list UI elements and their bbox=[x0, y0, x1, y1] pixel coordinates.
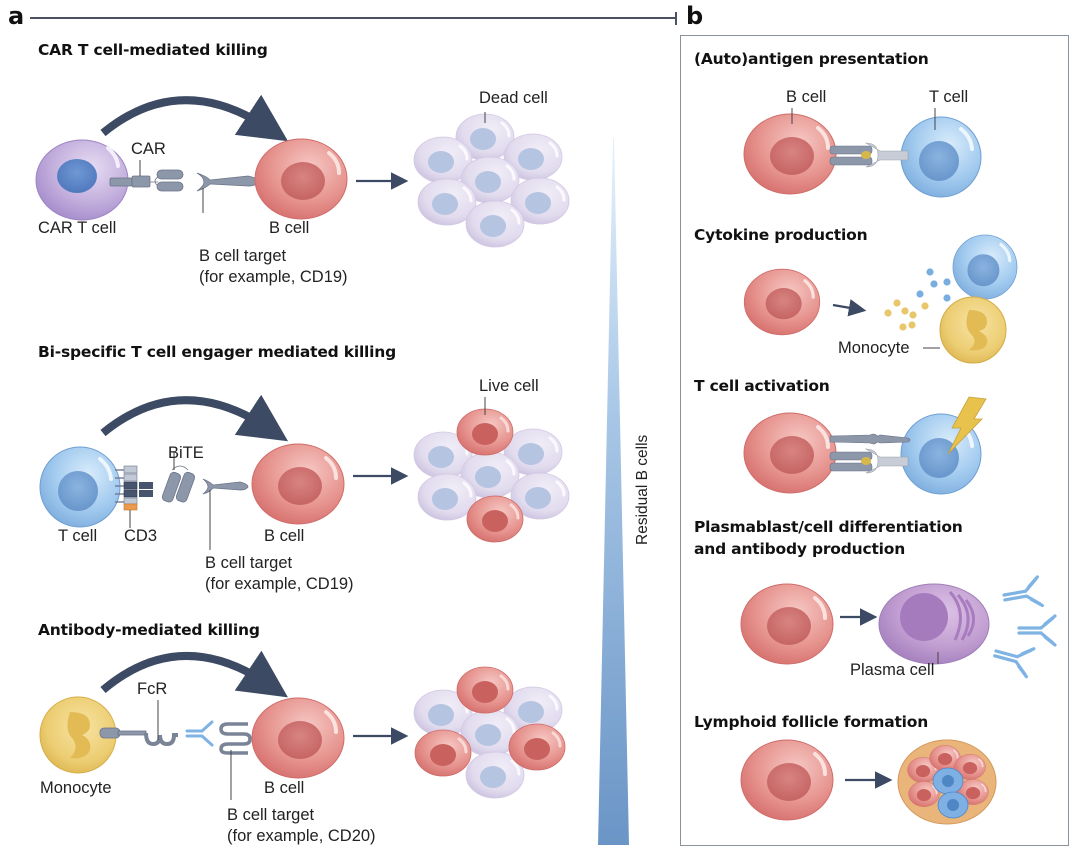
antibody bbox=[185, 720, 214, 747]
section-heading: Antibody-mediated killing bbox=[38, 621, 260, 639]
live-cell-label: Live cell bbox=[479, 377, 539, 395]
panel-b-letter: b bbox=[686, 2, 704, 30]
b-cell-target-label: B cell target bbox=[205, 554, 293, 572]
lymphoid-follicle bbox=[897, 739, 997, 825]
b-cell-label: B cell bbox=[264, 779, 305, 797]
section-heading: Lymphoid follicle formation bbox=[694, 713, 929, 731]
mhc-tcr-complex bbox=[829, 448, 909, 474]
cd20-target bbox=[219, 722, 252, 755]
b-cell-target-label: B cell target bbox=[199, 247, 287, 265]
b-cell-target-example: (for example, CD19) bbox=[199, 268, 348, 286]
mhc-tcr-complex bbox=[829, 142, 909, 168]
car-t-section-graphic bbox=[35, 94, 571, 249]
b-cell-label: B cell bbox=[269, 219, 310, 237]
cytokines-blue bbox=[916, 268, 951, 302]
panel-a-letter: a bbox=[8, 2, 25, 30]
car-t-cell-label: CAR T cell bbox=[38, 219, 117, 237]
section-heading: Plasmablast/cell differentiation bbox=[694, 518, 963, 536]
b-cell-label: B cell bbox=[264, 527, 305, 545]
killing-arrow bbox=[100, 94, 289, 142]
killing-arrow bbox=[100, 394, 289, 442]
t-cell-label: T cell bbox=[58, 527, 98, 545]
lymphoid-follicle-graphic bbox=[739, 738, 997, 825]
section-heading: Cytokine production bbox=[694, 226, 868, 244]
car-receptor bbox=[109, 169, 184, 192]
live-cell-cluster bbox=[412, 407, 571, 544]
t-cell-activation-graphic bbox=[742, 396, 987, 496]
b-cell-label: B cell bbox=[786, 88, 827, 106]
killing-arrow bbox=[100, 650, 288, 698]
bite-molecule bbox=[161, 465, 196, 503]
section-heading: CAR T cell-mediated killing bbox=[38, 41, 268, 59]
b-cell-target-example: (for example, CD20) bbox=[227, 827, 376, 845]
section-heading: (Auto)antigen presentation bbox=[694, 50, 929, 68]
bite-label: BiTE bbox=[168, 444, 204, 462]
b-cell bbox=[253, 137, 349, 221]
monocyte-label: Monocyte bbox=[40, 779, 112, 797]
plasma-cell-graphic bbox=[739, 575, 1057, 679]
fcr-label: FcR bbox=[137, 680, 168, 698]
cd19-target bbox=[196, 172, 259, 192]
panel-b-frame bbox=[680, 35, 1069, 846]
section-heading: Bi-specific T cell engager mediated kill… bbox=[38, 343, 397, 361]
monocyte bbox=[939, 296, 1007, 364]
b-cell-target-example: (for example, CD19) bbox=[205, 575, 354, 593]
monocyte-label: Monocyte bbox=[838, 339, 910, 357]
car-label: CAR bbox=[131, 140, 166, 158]
b-cell bbox=[250, 442, 346, 526]
plasma-cell-label: Plasma cell bbox=[850, 661, 935, 679]
b-cell bbox=[250, 696, 346, 780]
bite-section-graphic bbox=[38, 394, 571, 550]
antigen-presentation-graphic bbox=[742, 108, 983, 199]
plasma-cell bbox=[878, 583, 990, 665]
activation-bolt-icon bbox=[947, 396, 987, 455]
costimulatory-pair bbox=[829, 433, 911, 445]
cytokine-production-graphic bbox=[742, 233, 1019, 364]
fcr-receptor bbox=[99, 727, 178, 747]
cd3-complex bbox=[115, 465, 153, 511]
section-heading-line2: and antibody production bbox=[694, 540, 906, 558]
dead-cell-label: Dead cell bbox=[479, 89, 548, 107]
t-cell-label: T cell bbox=[929, 88, 969, 106]
cd3-label: CD3 bbox=[124, 527, 158, 545]
t-cell bbox=[38, 445, 122, 529]
residual-b-cells-label: Residual B cells bbox=[634, 434, 651, 545]
cd19-target bbox=[202, 478, 249, 495]
b-cell-target-label: B cell target bbox=[227, 806, 315, 824]
residual-b-cells-gradient bbox=[598, 138, 629, 845]
mixed-cell-cluster bbox=[412, 665, 567, 800]
section-heading: T cell activation bbox=[694, 377, 830, 395]
cytokines-yellow bbox=[884, 299, 929, 331]
antibody-section-graphic bbox=[39, 650, 567, 800]
dead-cell-cluster bbox=[412, 112, 571, 249]
